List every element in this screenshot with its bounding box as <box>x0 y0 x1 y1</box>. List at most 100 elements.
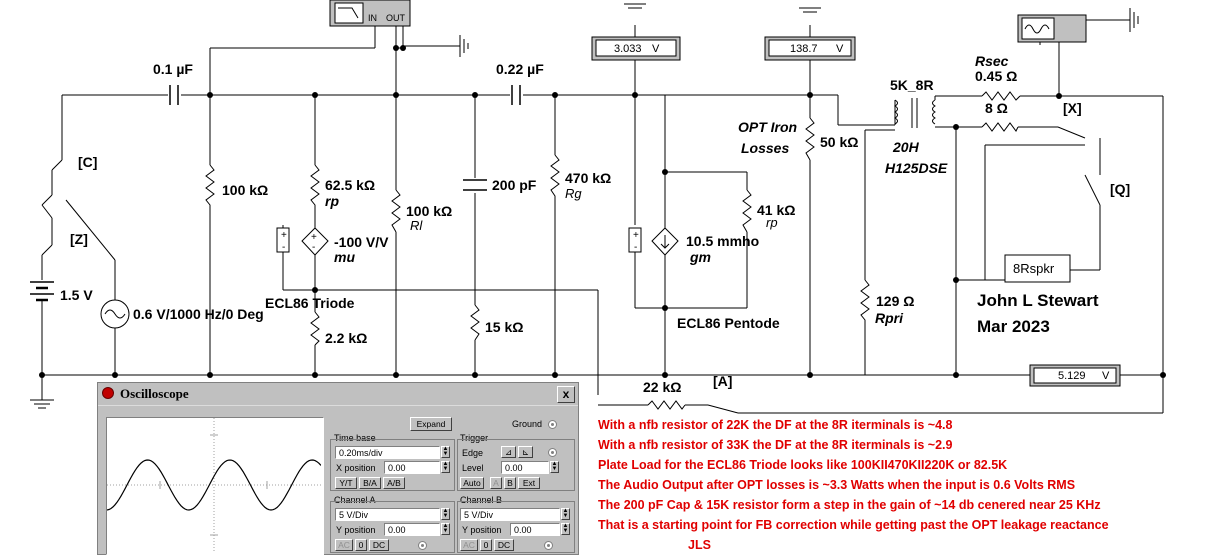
svg-text:OUT: OUT <box>386 13 406 23</box>
voltmeter-3[interactable]: 5.129 V <box>1029 364 1121 387</box>
channel-b-dc-button[interactable]: DC <box>494 539 514 551</box>
channel-a-scale-spinner[interactable]: ▲▼ <box>441 508 450 520</box>
mode-ba-button[interactable]: B/A <box>359 477 381 489</box>
oscilloscope-title: Oscilloscope <box>120 386 189 401</box>
rsec-symbol: Rsec <box>975 53 1009 69</box>
opt-losses-label: Losses <box>741 140 789 156</box>
svg-text:3.033: 3.033 <box>614 43 642 55</box>
channel-a-ac-button[interactable]: AC <box>335 539 353 551</box>
xpos-field[interactable]: 0.00 <box>384 461 440 474</box>
channel-a-ypos-spinner[interactable]: ▲▼ <box>441 523 450 535</box>
note-2: With a nfb resistor of 33K the DF at the… <box>598 438 953 452</box>
level-label: Level <box>462 463 484 473</box>
note-4: The Audio Output after OPT losses is ~3.… <box>598 478 1076 492</box>
switch-z-label: [Z] <box>70 231 88 247</box>
source-label: 0.6 V/1000 Hz/0 Deg <box>133 306 264 322</box>
level-field[interactable]: 0.00 <box>501 461 549 474</box>
channel-a-group <box>330 501 455 553</box>
trigger-label: Trigger <box>460 433 489 443</box>
cstep-label: 200 pF <box>492 177 537 193</box>
rp-pentode-label: 41 kΩ <box>757 202 795 218</box>
trigger-b-button[interactable]: B <box>504 477 516 489</box>
channel-a-terminal[interactable] <box>418 541 427 550</box>
opt-iron-label: OPT Iron <box>738 119 797 135</box>
channel-b-group <box>457 501 575 553</box>
svg-text:V: V <box>1102 370 1110 382</box>
trigger-auto-button[interactable]: Auto <box>460 477 484 489</box>
ground-label: Ground <box>512 419 543 429</box>
pentode-name: ECL86 Pentode <box>677 315 780 331</box>
speaker-box <box>1004 254 1071 283</box>
gm-symbol: gm <box>689 249 711 265</box>
mu-symbol: mu <box>334 249 355 265</box>
svg-text:+: + <box>281 230 287 241</box>
rp-symbol: rp <box>325 193 339 209</box>
channel-b-label: Channel B <box>460 495 503 505</box>
oscilloscope-window[interactable]: Oscilloscope x Expand Ground Time base 0… <box>97 382 579 555</box>
ground-terminal[interactable] <box>548 420 557 429</box>
note-1: With a nfb resistor of 22K the DF at the… <box>598 418 953 432</box>
svg-text:+: + <box>633 230 639 241</box>
meter1-unit: V <box>652 43 660 55</box>
trigger-a-button[interactable]: A <box>490 477 502 489</box>
scope-trace <box>106 459 322 511</box>
edge-rising-button[interactable]: ⊿ <box>501 446 516 458</box>
channel-a-scale-field[interactable]: 5 V/Div <box>335 508 440 521</box>
rsec-value-label: 0.45 Ω <box>975 68 1017 84</box>
mode-ab-button[interactable]: A/B <box>383 477 405 489</box>
switch-c-label: [C] <box>78 154 97 170</box>
close-button[interactable]: x <box>557 386 575 403</box>
rl-symbol: Rl <box>410 218 423 233</box>
note-3: Plate Load for the ECL86 Triode looks li… <box>598 458 1008 472</box>
channel-b-ypos-field[interactable]: 0.00 <box>510 523 560 536</box>
rl-value-label: 100 kΩ <box>406 203 452 219</box>
channel-b-terminal[interactable] <box>544 541 553 550</box>
xpos-spinner[interactable]: ▲▼ <box>441 461 450 473</box>
trigger-ext-button[interactable]: Ext <box>518 477 540 489</box>
rgrid2-label: 470 kΩ <box>565 170 611 186</box>
svg-text:+: + <box>311 232 317 243</box>
bode-plotter[interactable]: IN OUT <box>329 0 411 27</box>
svg-text:-: - <box>312 242 315 253</box>
rstep-label: 15 kΩ <box>485 319 523 335</box>
timebase-spinner[interactable]: ▲▼ <box>441 446 450 458</box>
level-spinner[interactable]: ▲▼ <box>550 461 559 473</box>
channel-a-ypos-label: Y position <box>336 525 376 535</box>
timebase-label: Time base <box>334 433 376 443</box>
switch-a-label: [A] <box>713 373 732 389</box>
battery-label: 1.5 V <box>60 287 93 303</box>
voltmeter-2[interactable]: 138.7 V <box>764 36 856 61</box>
scope-icon[interactable] <box>1017 14 1087 43</box>
transformer-label: 5K_8R <box>890 77 934 93</box>
svg-text:5.129: 5.129 <box>1058 370 1086 382</box>
mode-yt-button[interactable]: Y/T <box>335 477 357 489</box>
channel-b-scale-field[interactable]: 5 V/Div <box>460 508 560 521</box>
riron-label: 50 kΩ <box>820 134 858 150</box>
oscilloscope-titlebar[interactable]: Oscilloscope x <box>98 383 578 406</box>
note-6: That is a starting point for FB correcti… <box>598 518 1109 532</box>
rcathode-label: 2.2 kΩ <box>325 330 367 346</box>
channel-b-ypos-label: Y position <box>462 525 502 535</box>
author-date: Mar 2023 <box>977 317 1050 336</box>
channel-b-scale-spinner[interactable]: ▲▼ <box>561 508 570 520</box>
channel-a-dc-button[interactable]: DC <box>369 539 389 551</box>
c1-label: 0.1 µF <box>153 61 193 77</box>
switch-q-label: [Q] <box>1110 181 1130 197</box>
rpri-symbol: Rpri <box>875 310 904 326</box>
gm-value-label: 10.5 mmho <box>686 233 759 249</box>
channel-b-zero-button[interactable]: 0 <box>480 539 492 551</box>
channel-a-zero-button[interactable]: 0 <box>355 539 367 551</box>
channel-b-ypos-spinner[interactable]: ▲▼ <box>561 523 570 535</box>
timebase-field[interactable]: 0.20ms/div <box>335 446 440 459</box>
c2-label: 0.22 µF <box>496 61 544 77</box>
rnfb-label: 22 kΩ <box>643 379 681 395</box>
trigger-terminal[interactable] <box>548 448 557 457</box>
voltmeter-1[interactable]: 3.033 <box>591 36 681 61</box>
channel-a-ypos-field[interactable]: 0.00 <box>384 523 440 536</box>
rg-symbol: Rg <box>565 186 582 201</box>
expand-button[interactable]: Expand <box>410 417 452 431</box>
edge-label: Edge <box>462 448 484 458</box>
channel-b-ac-button[interactable]: AC <box>460 539 478 551</box>
edge-falling-button[interactable]: ⊾ <box>518 446 533 458</box>
